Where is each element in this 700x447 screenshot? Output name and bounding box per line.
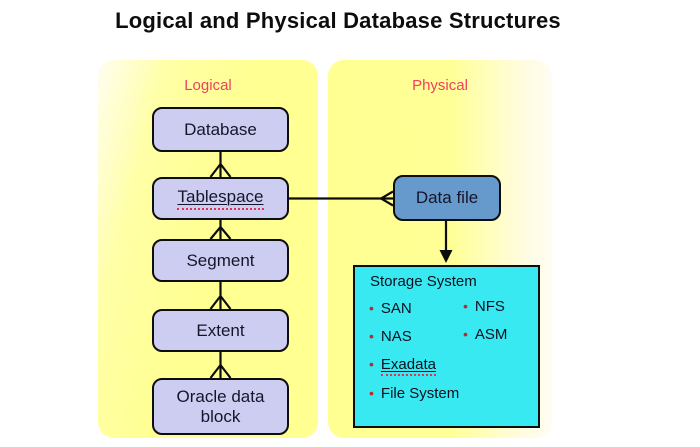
list-item-nfs: • NFS — [463, 298, 505, 315]
node-database-label: Database — [184, 119, 257, 139]
node-extent-label: Extent — [196, 320, 245, 340]
bullet-icon: • — [463, 298, 468, 314]
list-item-san: • SAN — [369, 300, 412, 317]
node-segment-label: Segment — [186, 250, 255, 270]
list-item-nas-label: NAS — [380, 328, 412, 345]
bullet-icon: • — [369, 385, 374, 401]
node-datafile-label: Data file — [415, 188, 479, 207]
list-item-nas: • NAS — [369, 328, 412, 345]
logical-panel-label: Logical — [184, 77, 232, 94]
tablespace-link[interactable]: Tablespace — [177, 187, 264, 210]
list-item-nfs-label: NFS — [474, 298, 505, 315]
list-item-file-system: • File System — [369, 385, 459, 402]
bullet-icon: • — [463, 326, 468, 342]
list-item-san-label: SAN — [380, 300, 412, 317]
list-item-asm-label: ASM — [474, 326, 508, 343]
list-item-file-system-label: File System — [380, 385, 460, 402]
bullet-icon: • — [369, 300, 374, 316]
bullet-icon: • — [369, 328, 374, 344]
storage-system-title: Storage System — [370, 273, 477, 290]
node-segment: Segment — [152, 239, 289, 282]
storage-system-box: Storage System • SAN • NAS • Exadata • File … — [353, 265, 540, 428]
node-tablespace: Tablespace — [152, 177, 289, 220]
node-extent: Extent — [152, 309, 289, 352]
bullet-icon: • — [369, 356, 374, 372]
node-oracle-data-block: Oracle data block — [152, 378, 289, 435]
list-item-asm: • ASM — [463, 326, 507, 343]
physical-panel-label: Physical — [412, 77, 468, 94]
node-oracle-data-block-label: Oracle data block — [176, 386, 265, 426]
exadata-link[interactable]: Exadata — [380, 356, 436, 376]
list-item-exadata: • Exadata — [369, 356, 436, 376]
node-datafile: Data file — [393, 175, 501, 221]
node-database: Database — [152, 107, 289, 152]
page-title: Logical and Physical Database Structures — [115, 8, 561, 33]
